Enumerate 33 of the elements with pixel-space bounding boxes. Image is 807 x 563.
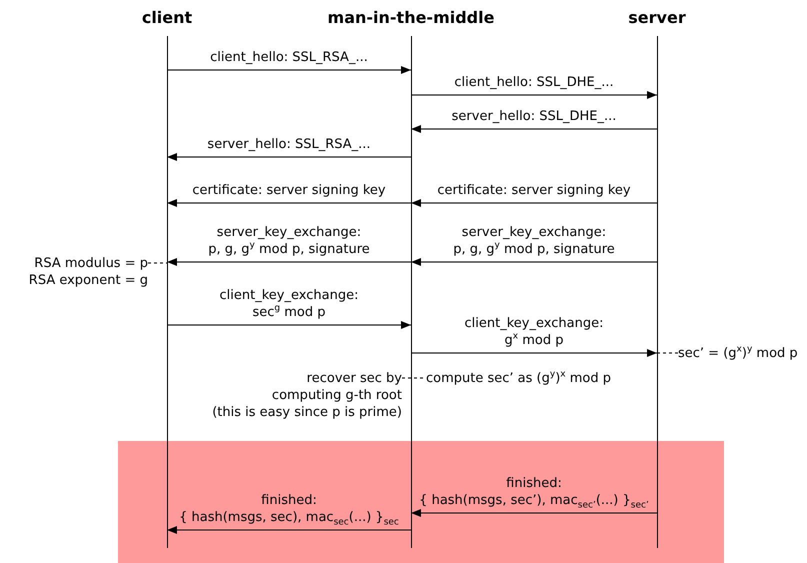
message-arrow [410, 199, 658, 207]
note-text: recover sec by computing g-th root (this is easy since p is prime) [150, 370, 402, 421]
participant-label: man-in-the-middle [328, 8, 494, 27]
message-arrow [410, 349, 658, 357]
note-text: sec’ = (g$^{x}$)$^{y}$ mod p [678, 345, 804, 362]
edge-label: certificate: server signing key [192, 182, 386, 199]
message-arrow [166, 153, 412, 161]
message-arrow [410, 509, 658, 517]
edge-label: certificate: server signing key [437, 182, 631, 199]
edge-label: finished: { hash(msgs, sec), mac$_{sec}$(...) }$_{sec}$ [179, 492, 399, 526]
edge-label: server_key_exchange: p, g, g$^{y}$ mod p, signature [208, 224, 370, 258]
note-text: RSA modulus = p RSA exponent = g [10, 255, 148, 289]
message-arrow [166, 199, 412, 207]
participant-label: server [628, 8, 686, 27]
edge-label: server_hello: SSL_DHE_... [452, 108, 616, 125]
message-arrow [410, 258, 658, 266]
edge-label: server_hello: SSL_RSA_... [207, 136, 371, 153]
message-arrow [166, 526, 412, 534]
participant-label: client [142, 8, 192, 27]
edge-label: client_hello: SSL_RSA_... [210, 49, 368, 66]
edge-label: finished: { hash(msgs, sec’), mac$_{sec’}$(...) }$_{sec’}$ [419, 475, 649, 509]
leader-line [656, 352, 678, 354]
edge-label: client_hello: SSL_DHE_... [454, 74, 614, 91]
message-arrow [166, 258, 412, 266]
message-arrow [166, 321, 412, 329]
edge-label: server_key_exchange: p, g, g$^{y}$ mod p, signature [453, 224, 615, 258]
message-arrow [410, 125, 658, 133]
leader-line [148, 262, 168, 264]
message-arrow [410, 91, 658, 99]
message-arrow [166, 66, 412, 74]
note-text: compute sec’ as (g$^{y}$)$^{x}$ mod p [426, 370, 648, 387]
edge-label: client_key_exchange: sec$^{g}$ mod p [220, 287, 358, 321]
edge-label: client_key_exchange: g$^{x}$ mod p [464, 315, 604, 349]
